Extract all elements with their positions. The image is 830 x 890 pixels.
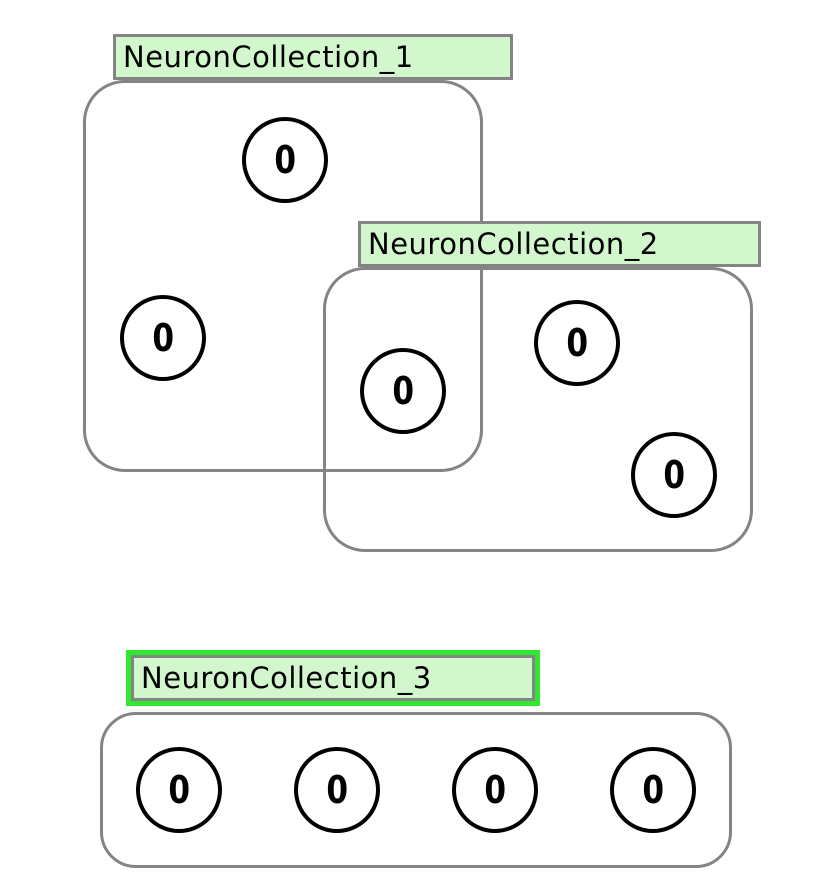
neuroncollection-2-label-text: NeuronCollection_2 [368,227,659,261]
neuron-circle-7[interactable]: 0 [294,747,380,833]
neuron-value: 0 [663,453,685,497]
neuron-value: 0 [642,768,664,812]
neuron-circle-3[interactable]: 0 [360,348,446,434]
neuroncollection-3-label-text: NeuronCollection_3 [141,661,432,695]
neuron-circle-5[interactable]: 0 [631,432,717,518]
neuron-circle-2[interactable]: 0 [120,295,206,381]
neuron-value: 0 [392,369,414,413]
neuron-value: 0 [168,768,190,812]
neuron-circle-1[interactable]: 0 [242,117,328,203]
selection-highlight: NeuronCollection_3 [126,650,540,706]
neuroncollection-2-body[interactable] [323,267,753,552]
neuroncollection-3-label[interactable]: NeuronCollection_3 [131,655,535,701]
neuron-value: 0 [566,321,588,365]
neuron-circle-9[interactable]: 0 [610,747,696,833]
neuron-circle-6[interactable]: 0 [136,747,222,833]
neuron-value: 0 [326,768,348,812]
neuroncollection-2-label[interactable]: NeuronCollection_2 [358,221,761,267]
neuron-value: 0 [152,316,174,360]
neuron-circle-4[interactable]: 0 [534,300,620,386]
neuroncollection-1-label[interactable]: NeuronCollection_1 [113,34,513,80]
neuroncollection-3-body[interactable] [100,712,732,868]
neuron-value: 0 [484,768,506,812]
neuroncollection-1-label-text: NeuronCollection_1 [123,40,414,74]
neuron-circle-8[interactable]: 0 [452,747,538,833]
neuroncollection-1-body[interactable] [83,80,483,472]
neuron-value: 0 [274,138,296,182]
